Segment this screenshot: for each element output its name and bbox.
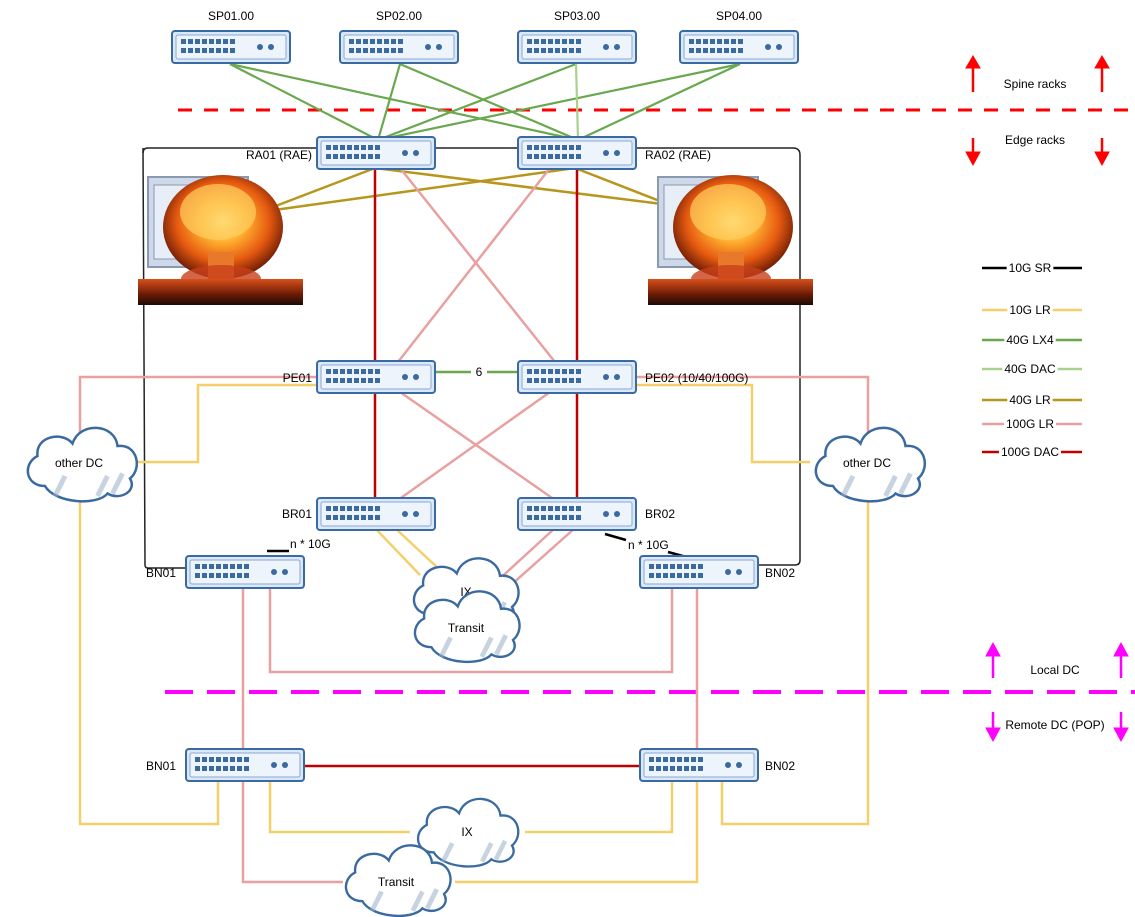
sp04-label: SP04.00 <box>716 9 762 23</box>
other-dc-right-label: other DC <box>843 456 891 470</box>
sp01-label: SP01.00 <box>208 9 254 23</box>
switch-br01[interactable] <box>316 497 436 531</box>
remote-down-arrow-icon <box>985 712 1129 743</box>
legend-item-label: 40G LX4 <box>1006 333 1054 347</box>
switch-br02[interactable] <box>517 497 637 531</box>
spine-link-40g-dac <box>574 63 580 141</box>
legend-item: 100G DAC <box>982 445 1082 459</box>
network-switch-icon <box>679 30 799 64</box>
ra01-label: RA01 (RAE) <box>246 148 312 162</box>
host-links-40g-lr <box>259 166 671 214</box>
bn01-local-label: BN01 <box>146 566 176 580</box>
legend-item: 10G LR <box>982 303 1082 317</box>
transit-local-label: Transit <box>448 621 485 635</box>
network-switch-icon <box>185 555 305 589</box>
network-switch-icon <box>517 360 637 394</box>
switch-ra01[interactable] <box>316 136 436 170</box>
edge-down-arrow-icon <box>965 138 1110 167</box>
ix-remote-label: IX <box>461 825 472 839</box>
legend-item: 40G LR <box>982 393 1082 407</box>
network-switch-icon <box>639 748 759 782</box>
legend: 10G SR 10G LR 40G LX4 40G DAC 40G LR 100G LR 1… <box>982 261 1082 459</box>
zone-local-label: Local DC <box>1030 663 1080 677</box>
pe01-label: PE01 <box>283 371 313 385</box>
ra02-label: RA02 (RAE) <box>645 148 711 162</box>
links-100g-lr <box>78 167 870 884</box>
zone-remote-label: Remote DC (POP) <box>1005 718 1104 732</box>
switch-sp01[interactable] <box>171 30 291 64</box>
network-switch-icon <box>517 136 637 170</box>
legend-item-label: 40G LR <box>1009 393 1051 407</box>
transit-remote-label: Transit <box>378 875 415 889</box>
left-host-explosion-icon <box>137 174 304 306</box>
switch-pe02[interactable] <box>517 360 637 394</box>
links-10g-lr <box>78 383 870 884</box>
zone-edge-label: Edge racks <box>1005 133 1065 147</box>
legend-item: 100G LR <box>982 417 1082 431</box>
switch-bn01-local[interactable] <box>185 555 305 589</box>
other-dc-left-label: other DC <box>55 456 103 470</box>
switch-sp02[interactable] <box>339 30 459 64</box>
switch-sp04[interactable] <box>679 30 799 64</box>
network-switch-icon <box>639 555 759 589</box>
br01-label: BR01 <box>282 507 312 521</box>
network-switch-icon <box>517 30 637 64</box>
legend-item: 40G LX4 <box>982 333 1082 347</box>
n10g-label-right: n * 10G <box>628 538 669 552</box>
switch-bn01-remote[interactable] <box>185 748 305 782</box>
network-switch-icon <box>185 748 305 782</box>
legend-item-label: 10G LR <box>1009 303 1051 317</box>
legend-item-label: 100G DAC <box>1001 445 1059 459</box>
pe02-label: PE02 (10/40/100G) <box>645 371 748 385</box>
sp02-label: SP02.00 <box>376 9 422 23</box>
datacenter-boundary-right <box>142 147 801 566</box>
n10g-label-left: n * 10G <box>290 537 331 551</box>
switch-bn02-local[interactable] <box>639 555 759 589</box>
legend-item-label: 10G SR <box>1009 261 1052 275</box>
legend-item-label: 40G DAC <box>1004 362 1056 376</box>
network-switch-icon <box>316 360 436 394</box>
switch-pe01[interactable] <box>316 360 436 394</box>
br02-label: BR02 <box>645 507 675 521</box>
bn02-remote-label: BN02 <box>765 759 795 773</box>
sp03-label: SP03.00 <box>554 9 600 23</box>
switch-bn02-remote[interactable] <box>639 748 759 782</box>
links-100g-dac <box>305 168 640 768</box>
network-switch-icon <box>316 136 436 170</box>
switch-sp03[interactable] <box>517 30 637 64</box>
legend-item-label: 100G LR <box>1006 417 1054 431</box>
legend-item: 10G SR <box>982 261 1082 275</box>
local-up-arrow-icon <box>985 641 1129 678</box>
network-switch-icon <box>339 30 459 64</box>
legend-item: 40G DAC <box>982 362 1082 376</box>
right-host-explosion-icon <box>647 174 814 306</box>
ix-local-label: IX <box>460 585 471 599</box>
pe-link-count-label: 6 <box>476 365 483 379</box>
zone-spine-label: Spine racks <box>1004 77 1067 91</box>
network-switch-icon <box>517 497 637 531</box>
datacenter-boundary <box>142 147 186 569</box>
spine-links-40g-lx4 <box>229 62 741 142</box>
switch-ra02[interactable] <box>517 136 637 170</box>
network-switch-icon <box>171 30 291 64</box>
bn01-remote-label: BN01 <box>146 759 176 773</box>
spine-up-arrow-icon <box>965 55 1110 92</box>
network-switch-icon <box>316 497 436 531</box>
bn02-local-label: BN02 <box>765 566 795 580</box>
